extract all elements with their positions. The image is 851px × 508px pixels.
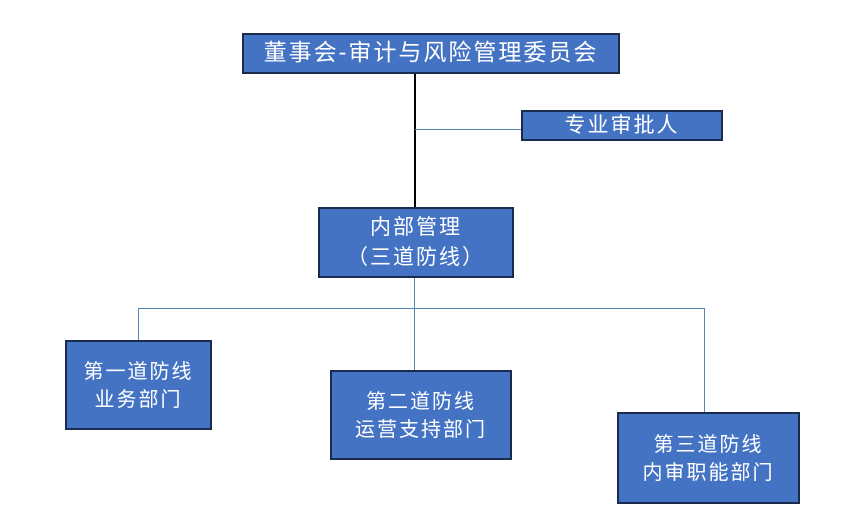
node-board-line-1: 董事会-审计与风险管理委员会 (263, 40, 599, 67)
node-third-line-of-defense[interactable]: 第三道防线 内审职能部门 (617, 412, 800, 504)
connector-board-to-approver (415, 129, 522, 130)
node-second-line-of-defense[interactable]: 第二道防线 运营支持部门 (330, 370, 512, 460)
connector-bus-to-line3 (704, 308, 705, 413)
node-professional-approver[interactable]: 专业审批人 (521, 110, 723, 141)
connector-bus-to-line2 (414, 308, 415, 371)
node-line2-line-2: 运营支持部门 (355, 417, 487, 441)
node-approver-line-1: 专业审批人 (564, 112, 680, 137)
connector-internal-management-down (414, 277, 415, 309)
node-internal-management-line-2: （三道防线） (347, 244, 485, 269)
node-internal-management[interactable]: 内部管理 （三道防线） (318, 207, 514, 278)
connector-three-lines-bus (138, 308, 705, 309)
node-line3-line-1: 第三道防线 (653, 431, 764, 456)
node-line1-line-1: 第一道防线 (83, 358, 194, 383)
node-first-line-of-defense[interactable]: 第一道防线 业务部门 (65, 340, 212, 430)
node-board-audit-risk-committee[interactable]: 董事会-审计与风险管理委员会 (242, 33, 620, 74)
node-line3-line-2: 内审职能部门 (642, 460, 775, 484)
connector-bus-to-line1 (138, 308, 139, 341)
node-line2-line-1: 第二道防线 (366, 388, 476, 413)
node-line1-line-2: 业务部门 (94, 387, 183, 411)
connector-board-to-internal-management (414, 73, 416, 209)
node-internal-management-line-1: 内部管理 (370, 214, 462, 239)
